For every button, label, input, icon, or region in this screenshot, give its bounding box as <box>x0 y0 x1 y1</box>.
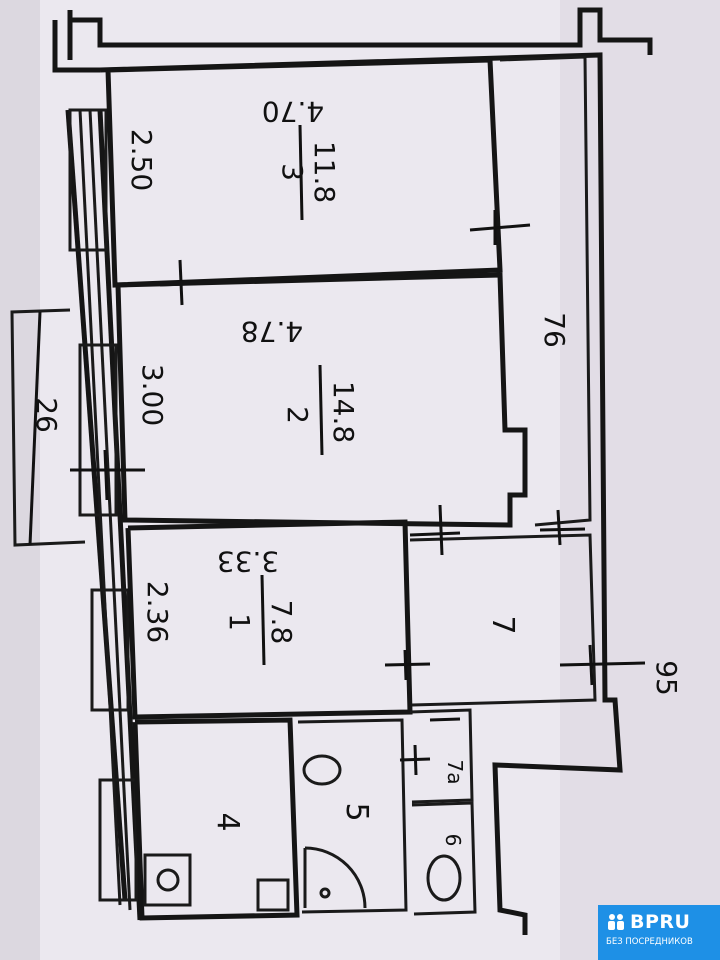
sink-icon <box>256 878 290 912</box>
window-wall <box>65 108 143 921</box>
room-4-number: 4 <box>210 812 245 831</box>
balcony <box>10 308 86 547</box>
stove-icon <box>143 853 192 907</box>
toilet-icon <box>302 754 342 786</box>
room-7a-number: 7a <box>443 760 467 785</box>
room-3-area: 11.8 <box>308 141 341 203</box>
room-3-width: 2.50 <box>125 129 158 191</box>
bathtub-icon <box>426 854 462 902</box>
door-arc-icon <box>304 846 367 909</box>
room-3-number: 3 <box>276 163 309 181</box>
room-1-number: 1 <box>223 613 256 631</box>
room-7: 7 95 <box>409 504 683 707</box>
room-2-width: 3.00 <box>136 364 169 426</box>
room-2: 2 14.8 3.00 4.78 26 <box>30 272 528 528</box>
room-1-width: 2.36 <box>141 581 174 643</box>
balcony-dimension: 26 <box>30 397 63 433</box>
room-1-length: 3.33 <box>217 545 279 578</box>
watermark-tagline: БЕЗ ПОСРЕДНИКОВ <box>606 937 693 947</box>
people-icon <box>608 914 624 930</box>
room-7-number: 7 <box>485 615 520 634</box>
room-7a: 7a <box>399 708 474 804</box>
room-4: 4 <box>132 717 300 921</box>
room-3-length: 4.70 <box>262 95 324 128</box>
outer-walls <box>52 7 653 935</box>
room-5: 5 <box>297 718 408 914</box>
bpru-watermark: BPRU БЕЗ ПОСРЕДНИКОВ <box>598 905 720 960</box>
wall-dimension: 95 <box>650 660 683 696</box>
watermark-brand: BPRU <box>630 911 691 933</box>
room-2-length: 4.78 <box>241 315 303 348</box>
corridor: 76 <box>499 55 592 527</box>
room-2-area: 14.8 <box>327 381 360 443</box>
room-5-number: 5 <box>339 802 374 821</box>
room-6-number: 6 <box>441 834 465 847</box>
room-6: 6 <box>411 801 477 916</box>
corridor-dimension: 76 <box>538 312 571 348</box>
room-1-area: 7.8 <box>265 600 298 645</box>
room-2-number: 2 <box>281 406 314 424</box>
